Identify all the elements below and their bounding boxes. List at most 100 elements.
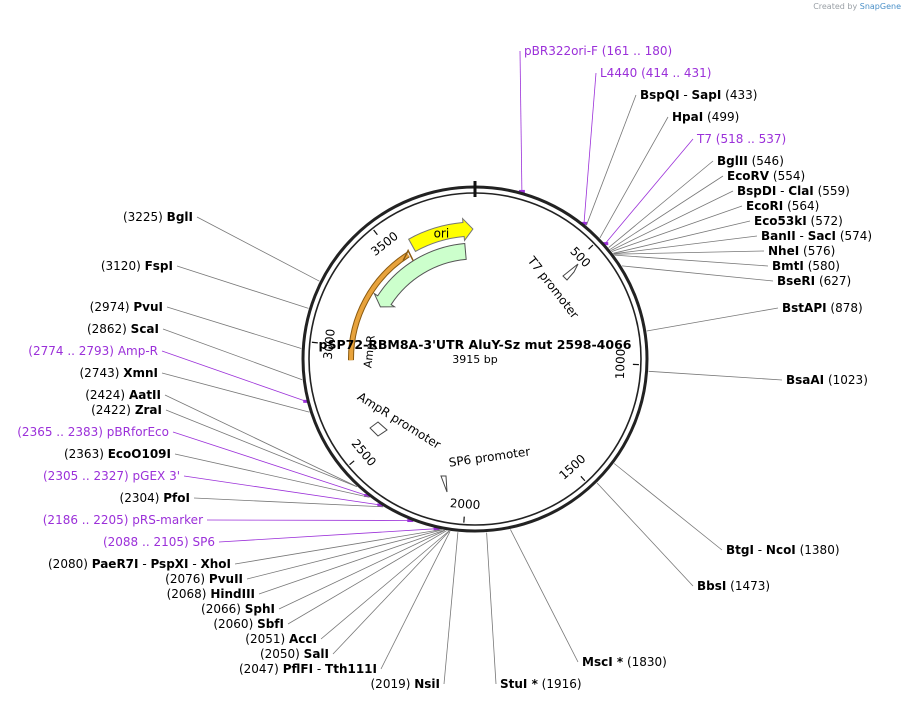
enzyme-name: BglI: [167, 210, 193, 224]
leader-line: [161, 350, 307, 402]
position-text: (2365 .. 2383): [17, 425, 103, 439]
position-text: (564): [787, 199, 819, 213]
site-label: (2066) SphI: [201, 602, 275, 616]
promoter-label: T7 promoter: [524, 253, 582, 321]
enzyme-name: BmtI: [772, 259, 804, 273]
position-text: (2060): [213, 617, 253, 631]
label-leaders: [161, 50, 783, 685]
leader-line: [206, 519, 411, 521]
position-text: (627): [819, 274, 851, 288]
enzyme-name: pGEX 3': [133, 469, 180, 483]
leader-line: [486, 532, 497, 685]
enzyme-name: SbfI: [257, 617, 284, 631]
leader-line: [596, 482, 694, 587]
enzyme-name: PvuI: [133, 300, 163, 314]
primer-mark: [407, 519, 414, 523]
leader-line: [609, 175, 724, 250]
position-text: (574): [840, 229, 872, 243]
primer-mark: [518, 189, 525, 193]
position-text: (2422): [91, 403, 131, 417]
enzyme-name: XmnI: [123, 366, 158, 380]
position-text: (878): [830, 301, 862, 315]
site-label: (2076) PvuII: [165, 572, 243, 586]
position-text: (1830): [627, 655, 667, 669]
primer-label: (2186 .. 2205) pRS-marker: [43, 513, 203, 527]
promoter-arrow: [562, 263, 579, 281]
site-label: (2424) AatII: [85, 388, 161, 402]
site-label: (2422) ZraI: [91, 403, 162, 417]
leader-line: [599, 116, 669, 239]
snapgene-logo: SnapGene: [859, 2, 901, 11]
leader-line: [278, 530, 446, 610]
site-label: MscI * (1830): [582, 655, 667, 669]
enzyme-name: BspQI: [640, 88, 680, 102]
leader-line: [196, 216, 320, 282]
position-text: (2186 .. 2205): [43, 513, 129, 527]
leader-line: [646, 307, 779, 332]
site-label: (2060) SbfI: [213, 617, 284, 631]
site-label: EcoRI (564): [746, 199, 819, 213]
leader-line: [586, 94, 637, 226]
site-label: BstAPI (878): [782, 301, 863, 315]
enzyme-name: PaeR7I: [92, 557, 139, 571]
primer-label: (2305 .. 2327) pGEX 3': [43, 469, 180, 483]
enzyme-name: BglII: [717, 154, 748, 168]
position-text: (2305 .. 2327): [43, 469, 129, 483]
tick-mark: [588, 244, 594, 250]
enzyme-name: BbsI: [697, 579, 726, 593]
leader-line: [161, 372, 310, 413]
position-text: (554): [773, 169, 805, 183]
enzyme-name: SalI: [304, 647, 329, 661]
leader-line: [193, 497, 384, 508]
leader-line: [443, 532, 459, 685]
position-text: (2080): [48, 557, 88, 571]
position-text: (2068): [167, 587, 207, 601]
primer-label: pBR322ori-F (161 .. 180): [524, 44, 672, 58]
ampr-arrow: [373, 242, 467, 308]
leader-line: [174, 453, 370, 498]
site-label: BspQI - SapI (433): [640, 88, 757, 102]
position-text: (2774 .. 2793): [28, 344, 114, 358]
plasmid-size: 3915 bp: [452, 353, 497, 366]
enzyme-name: ScaI: [131, 322, 159, 336]
position-text: (2066): [201, 602, 241, 616]
tick-mark: [349, 460, 355, 466]
position-text: (2974): [90, 300, 130, 314]
enzyme-name: SacI: [808, 229, 836, 243]
position-text: (3120): [101, 259, 141, 273]
separator: -: [139, 557, 151, 571]
orange-feature: [348, 252, 410, 361]
leader-line: [613, 220, 751, 254]
site-label: (2743) XmnI: [80, 366, 159, 380]
enzyme-name: NheI: [768, 244, 799, 258]
primer-label: (2365 .. 2383) pBRforEco: [17, 425, 169, 439]
leader-line: [165, 409, 358, 488]
separator: -: [189, 557, 201, 571]
leader-line: [648, 370, 783, 381]
enzyme-name: StuI *: [500, 677, 539, 691]
position-text: (1916): [542, 677, 582, 691]
site-label: (2974) PvuI: [90, 300, 163, 314]
enzyme-name: NcoI: [766, 543, 796, 557]
enzyme-name: EcoO109I: [108, 447, 171, 461]
enzyme-name: SapI: [692, 88, 722, 102]
enzyme-name: ClaI: [788, 184, 813, 198]
enzyme-name: EcoRV: [727, 169, 770, 183]
promoter-label: AmpR promoter: [355, 389, 443, 451]
enzyme-name: PfoI: [163, 491, 190, 505]
leader-line: [172, 431, 368, 496]
position-text: (576): [803, 244, 835, 258]
primer-mark: [433, 527, 440, 531]
enzyme-name: pBR322ori-F: [524, 44, 598, 58]
position-text: (1380): [800, 543, 840, 557]
position-text: (2862): [87, 322, 127, 336]
site-label: BanII - SacI (574): [761, 229, 872, 243]
enzyme-name: PspXI: [150, 557, 188, 571]
leader-line: [380, 531, 451, 670]
enzyme-name: pBRforEco: [107, 425, 169, 439]
primer-mark: [377, 503, 384, 507]
position-text: (2050): [260, 647, 300, 661]
leader-line: [234, 529, 442, 565]
position-text: (2424): [85, 388, 125, 402]
